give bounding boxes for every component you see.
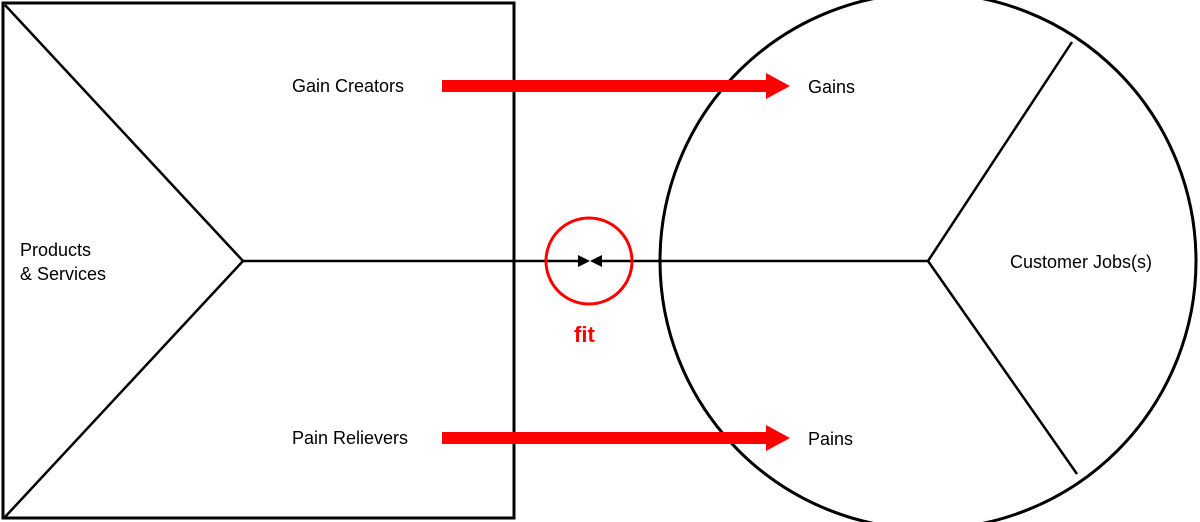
pain-arrow xyxy=(442,425,790,451)
gain-arrow-shaft xyxy=(442,80,768,92)
pain-arrow-shaft xyxy=(442,432,768,444)
products-services-label-line1: Products xyxy=(20,240,91,260)
customer-profile-divider-bottom xyxy=(926,260,1079,475)
pains-label: Pains xyxy=(808,429,853,449)
pain-relievers-label: Pain Relievers xyxy=(292,428,408,448)
fit-arrowhead-left xyxy=(590,255,602,267)
fit-label: fit xyxy=(574,322,595,347)
gain-arrow xyxy=(442,73,790,99)
value-map-divider-top xyxy=(4,4,244,262)
value-map-divider-bottom xyxy=(4,260,244,518)
pain-arrow-head xyxy=(766,425,790,451)
customer-profile-divider-top xyxy=(926,41,1074,262)
customer-jobs-label: Customer Jobs(s) xyxy=(1010,252,1152,272)
fit-circle xyxy=(544,216,634,306)
gain-creators-label: Gain Creators xyxy=(292,76,404,96)
products-services-label-line2: & Services xyxy=(20,264,106,284)
fit-arrowhead-right xyxy=(578,255,590,267)
gain-arrow-head xyxy=(766,73,790,99)
gains-label: Gains xyxy=(808,77,855,97)
